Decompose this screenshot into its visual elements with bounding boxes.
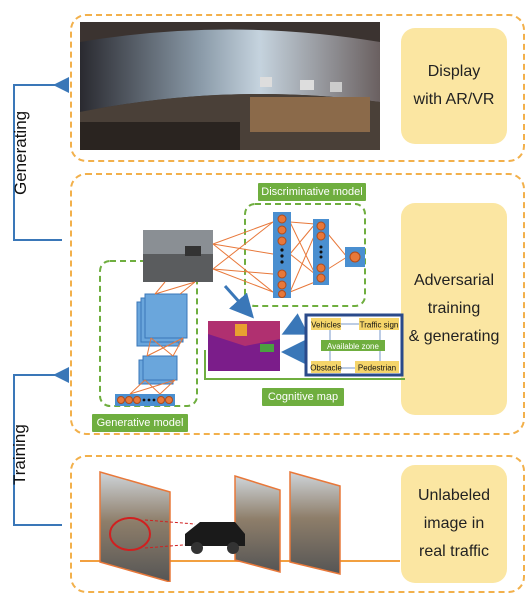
generating-label: Generating xyxy=(11,110,30,195)
traffic-frames xyxy=(80,471,400,582)
arrow-map-to-image xyxy=(281,313,309,335)
adversarial-label: Adversarial training & generating xyxy=(401,203,507,415)
unlabeled-label: Unlabeled image in real traffic xyxy=(401,465,507,583)
display-label: Display with AR/VR xyxy=(401,28,507,144)
label-pedestrian: Pedestrian xyxy=(358,364,396,373)
generating-bracket xyxy=(13,77,69,241)
discriminative-box xyxy=(244,203,366,307)
simulator-photo xyxy=(80,22,380,150)
label-vehicles: Vehicles xyxy=(311,321,341,330)
adversarial-panel xyxy=(70,173,525,435)
gan-diagram: Vehicles Traffic sign Available zone Obs… xyxy=(99,203,405,407)
generative-model-tag: Generative model xyxy=(92,414,188,432)
label-traffic-sign: Traffic sign xyxy=(360,321,399,330)
cognitive-map-tag: Cognitive map xyxy=(262,388,344,406)
label-available-zone: Available zone xyxy=(327,342,379,351)
arrow-to-map xyxy=(223,285,254,319)
display-panel xyxy=(70,14,525,162)
training-label: Training xyxy=(10,424,29,485)
training-bracket xyxy=(13,367,69,526)
discriminative-model-tag: Discriminative model xyxy=(258,183,366,201)
unlabeled-panel xyxy=(70,455,525,593)
label-obstacle: Obstacle xyxy=(310,364,342,373)
